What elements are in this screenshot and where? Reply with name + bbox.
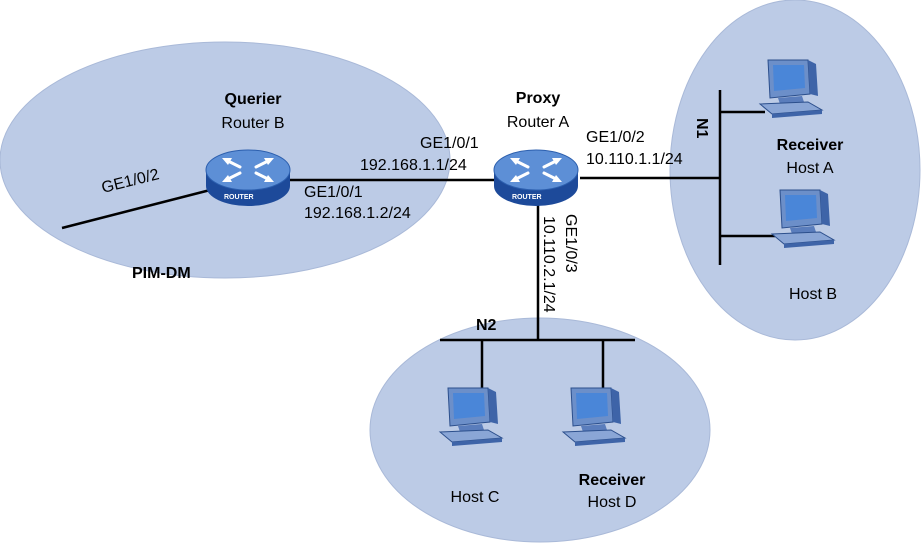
host-c-name: Host C [451,489,500,506]
router-b-name: Router B [221,115,284,132]
host-a-name: Host A [786,160,833,177]
host-d-role: Receiver [579,472,646,489]
host-b-icon [771,189,835,249]
host-c-icon [439,387,503,447]
router-b-ip-label: 192.168.1.2/24 [304,205,411,222]
router-a-ge102-label: GE1/0/2 [586,129,645,146]
router-b-badge: ROUTER [224,194,254,201]
router-b-ge101-label: GE1/0/1 [304,184,363,201]
host-a-icon [759,59,823,119]
host-b-name: Host B [789,286,837,303]
pim-dm-label: PIM-DM [132,265,191,282]
router-a-ip3-label: 10.110.2.1/24 [540,216,557,313]
router-b-role: Querier [225,91,282,108]
host-d-icon [562,387,626,447]
n2-label: N2 [476,317,497,334]
router-a-ip1-label: 192.168.1.1/24 [360,157,467,174]
router-a-ip2-label: 10.110.1.1/24 [586,151,683,168]
router-a-role: Proxy [516,90,561,107]
n1-label: N1 [693,118,710,139]
router-a-ge101-label: GE1/0/1 [420,135,479,152]
n1-area [669,0,921,341]
router-a-badge: ROUTER [512,194,542,201]
router-b-ge102-link [61,186,219,230]
router-a-ge103-label: GE1/0/3 [562,214,579,273]
router-a-name: Router A [507,114,570,131]
host-a-role: Receiver [777,137,844,154]
n2-area [369,317,711,543]
host-d-name: Host D [588,494,637,511]
